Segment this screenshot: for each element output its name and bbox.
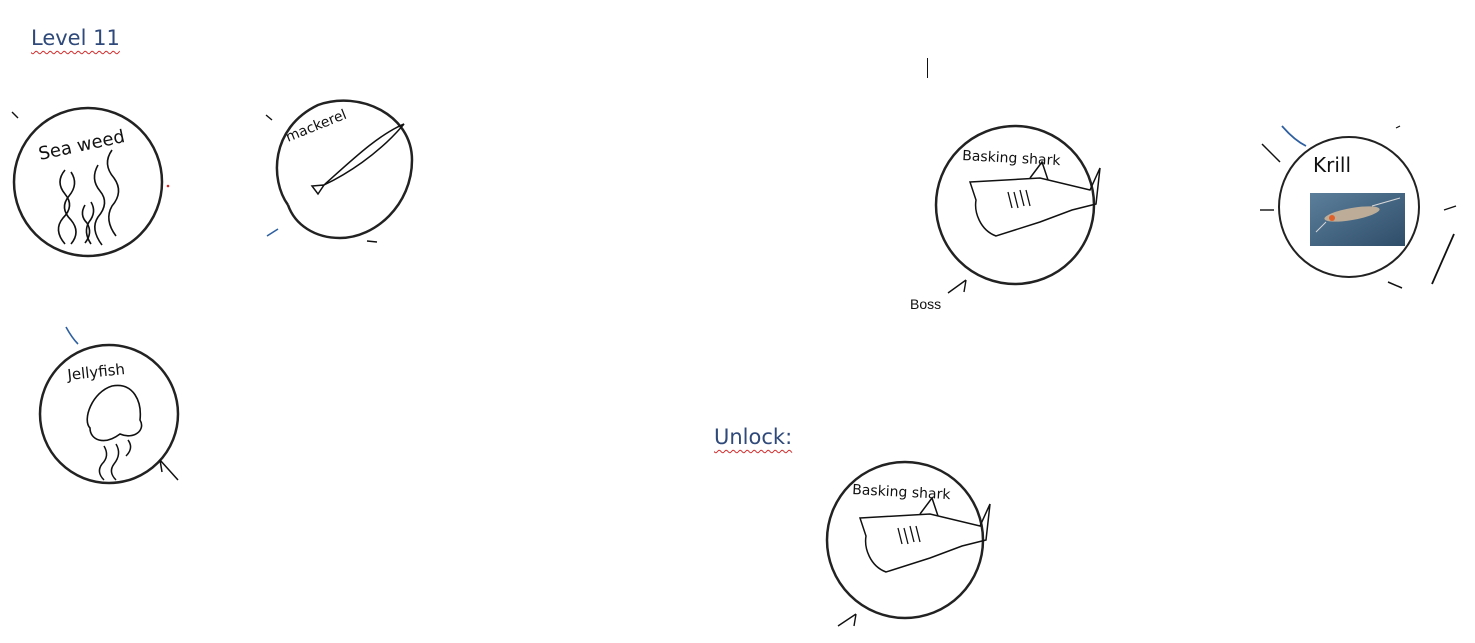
seaweed-sketch[interactable]: Sea weed [11,106,170,258]
krill-photo [1310,193,1405,246]
unlock-heading: Unlock: [714,425,793,449]
unlock-shark-label: Basking shark [852,482,952,503]
krill-label: Krill [1313,153,1351,177]
mackerel-label: mackerel [284,107,349,146]
basking-shark-sketch[interactable]: Basking shark [934,124,1101,294]
unlock-basking-shark-sketch[interactable]: Basking shark [825,460,991,627]
boss-caption: Boss [910,296,942,312]
krill-sketch[interactable]: Krill [1260,125,1457,289]
seaweed-label: Sea weed [37,126,127,165]
level-title: Level 11 [31,26,120,50]
text-cursor [927,58,928,78]
jellyfish-sketch[interactable]: Jellyfish [38,326,180,485]
mackerel-sketch[interactable]: mackerel [265,99,414,243]
jellyfish-label: Jellyfish [66,360,126,384]
basking-shark-label: Basking shark [962,148,1062,169]
